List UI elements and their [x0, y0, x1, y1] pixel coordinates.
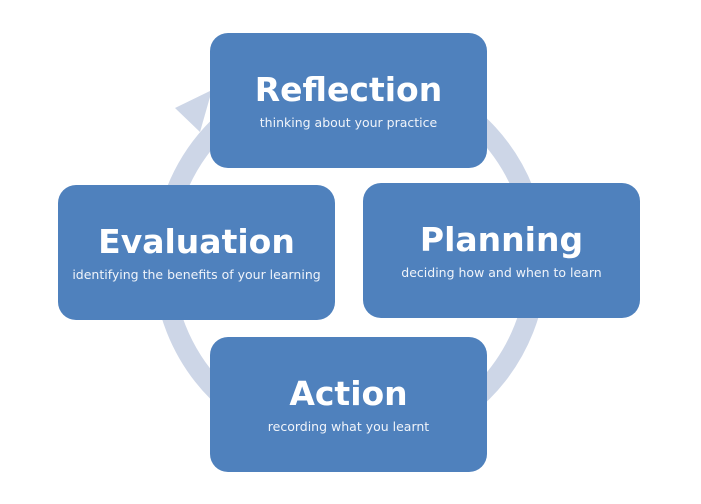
stage-subtitle: thinking about your practice — [259, 114, 438, 130]
stage-title: Action — [289, 373, 408, 413]
stage-title: Reflection — [254, 69, 443, 109]
stage-evaluation: Evaluation identifying the benefits of y… — [58, 185, 335, 320]
stage-action: Action recording what you learnt — [210, 337, 487, 472]
stage-title: Planning — [419, 219, 584, 259]
arrow-head-icon — [175, 90, 212, 132]
stage-planning: Planning deciding how and when to learn — [363, 183, 640, 318]
stage-subtitle: recording what you learnt — [267, 418, 430, 434]
stage-subtitle: identifying the benefits of your learnin… — [72, 266, 321, 282]
stage-title: Evaluation — [98, 221, 295, 261]
stage-subtitle: deciding how and when to learn — [401, 264, 602, 280]
stage-reflection: Reflection thinking about your practice — [210, 33, 487, 168]
